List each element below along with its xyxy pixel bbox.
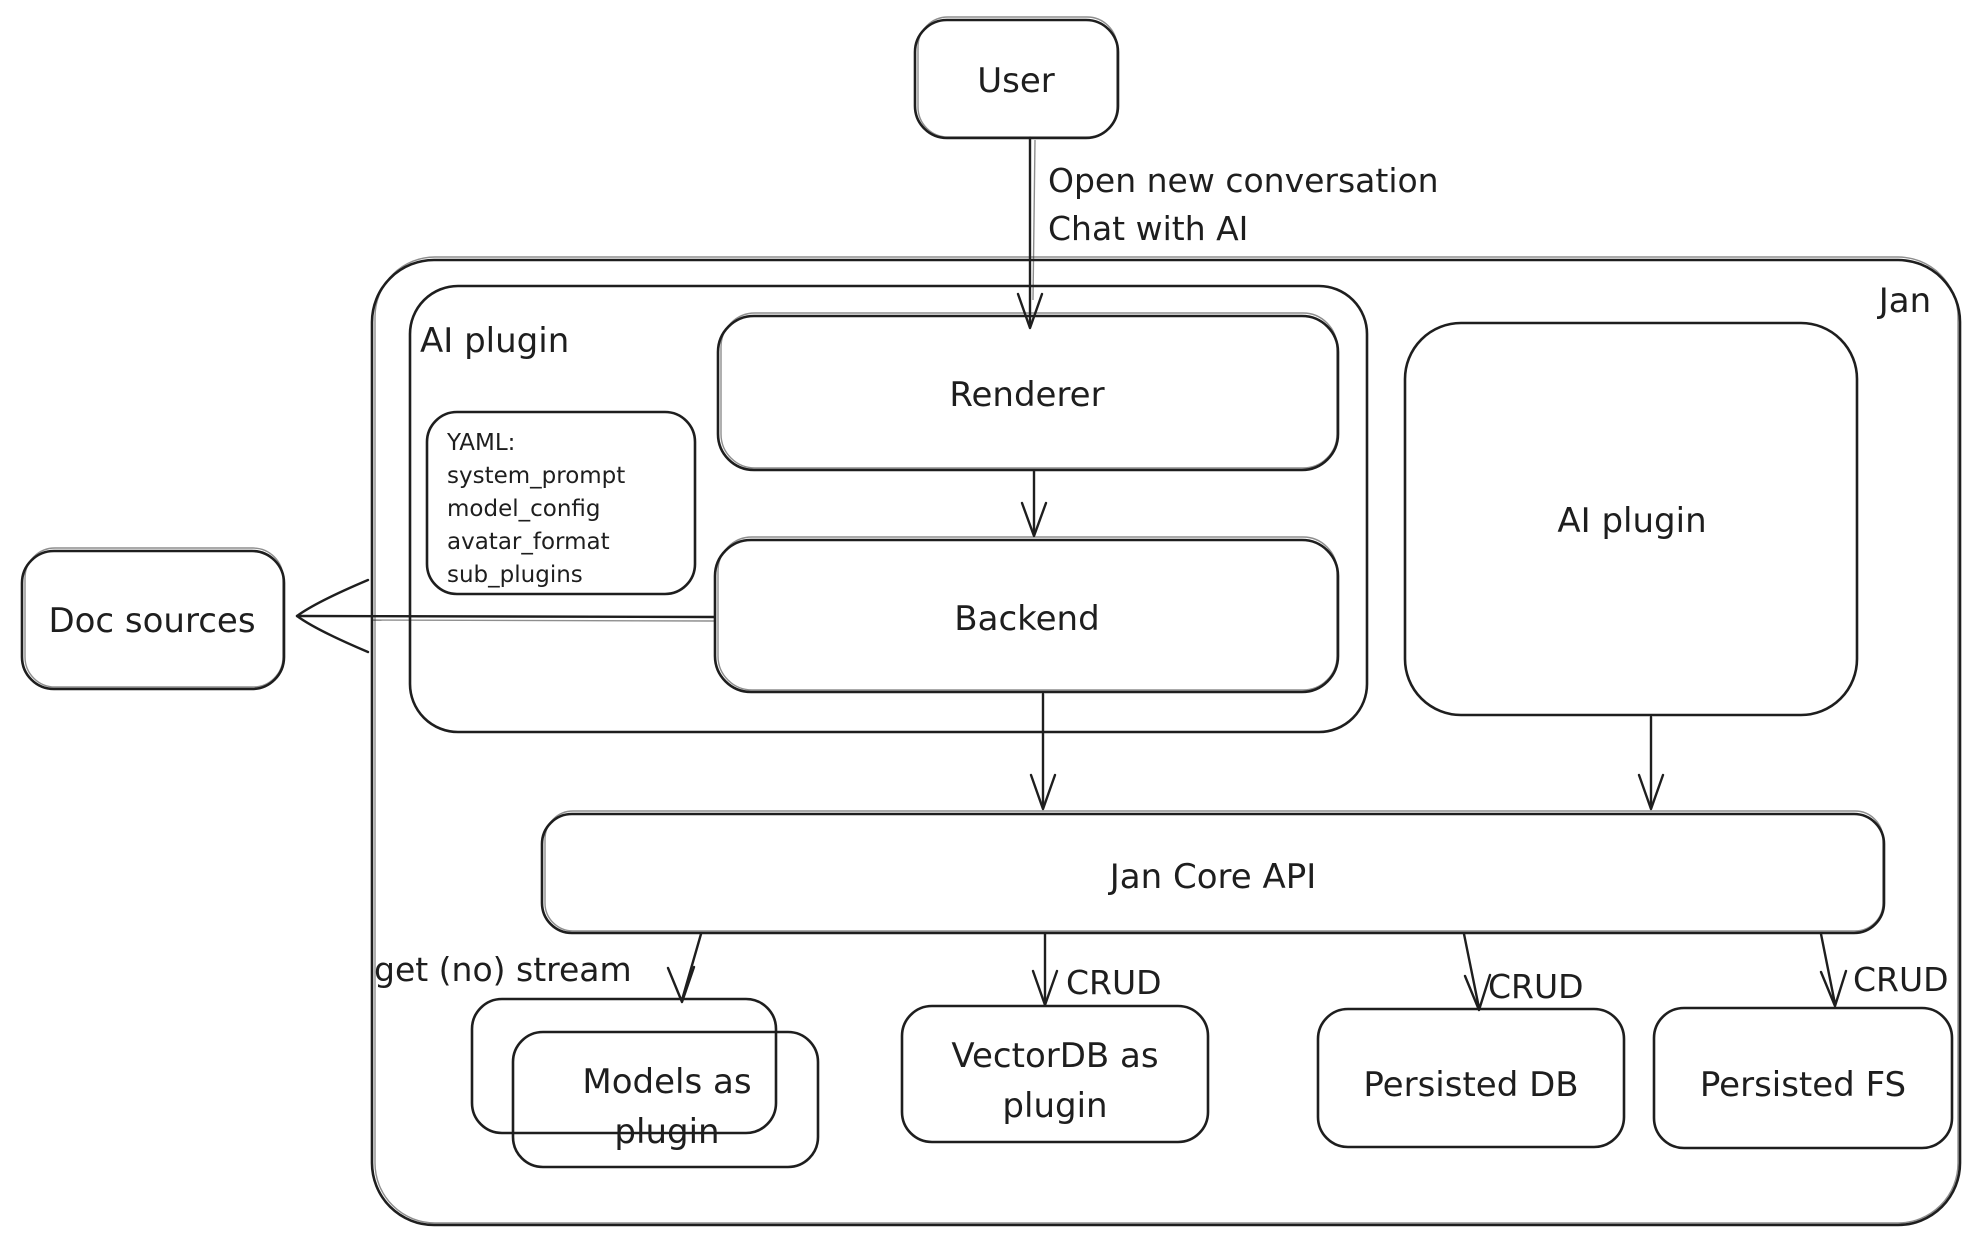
user-box [913, 18, 1120, 140]
jan-core-api-box-sketch [544, 810, 1884, 932]
edge-label-get-no-stream: get (no) stream [374, 950, 632, 989]
arrow-user-to-renderer [1016, 136, 1044, 330]
vectordb-plugin-label-line2: plugin [1002, 1086, 1107, 1126]
jan-core-api-label: Jan Core API [1108, 857, 1317, 897]
models-plugin-label-line2: plugin [614, 1112, 719, 1152]
edge-label-chat-with-ai: Chat with AI [1048, 209, 1248, 248]
edge-label-crud-persisted-db: CRUD [1488, 967, 1584, 1006]
backend-box-sketch [717, 536, 1338, 691]
renderer-box [716, 314, 1340, 472]
vectordb-plugin-label-line1: VectorDB as [951, 1036, 1158, 1076]
yaml-note-line-2: system_prompt [447, 463, 625, 489]
models-plugin-label-line1: Models as [582, 1062, 751, 1102]
doc-sources-box-sketch [24, 547, 284, 688]
yaml-note-line-4: avatar_format [447, 529, 610, 555]
ai-plugin-container-box [408, 284, 1369, 734]
backend-box [713, 538, 1340, 694]
persisted-fs-label: Persisted FS [1700, 1065, 1906, 1105]
jan-container-box [370, 258, 1962, 1227]
backend-label: Backend [954, 599, 1099, 639]
vectordb-plugin-box [900, 1004, 1210, 1144]
arrow-renderer-to-backend [1020, 469, 1048, 538]
persisted-fs-box [1652, 1006, 1954, 1150]
doc-sources-label: Doc sources [48, 601, 255, 641]
models-plugin-box [511, 1030, 820, 1169]
jan-core-api-box [540, 812, 1886, 935]
edge-label-crud-vectordb: CRUD [1066, 963, 1162, 1002]
arrow-jan-core-api-to-persisted-db [1462, 932, 1492, 1012]
ai-plugin-box [1403, 321, 1859, 717]
models-plugin-back-box [470, 997, 778, 1135]
ai-plugin-container-label: AI plugin [420, 321, 569, 361]
jan-container-label: Jan [1877, 281, 1931, 321]
yaml-note-line-1: YAML: [446, 430, 515, 456]
ai-plugin-label: AI plugin [1557, 501, 1706, 541]
persisted-db-label: Persisted DB [1363, 1065, 1578, 1105]
doc-sources-box [20, 549, 286, 691]
edge-label-crud-persisted-fs: CRUD [1853, 960, 1949, 999]
arrow-jan-core-api-to-vectordb [1031, 932, 1059, 1007]
arrow-backend-to-doc-sources [295, 578, 716, 654]
persisted-db-box [1316, 1007, 1626, 1149]
jan-container-box-sketch [374, 256, 1959, 1224]
arrow-jan-core-api-to-models-plugin [666, 932, 703, 1004]
arrow-backend-to-jan-core-api [1029, 692, 1057, 811]
user-label: User [977, 61, 1055, 101]
user-box-sketch [917, 16, 1118, 138]
yaml-note-box [425, 410, 697, 596]
arrow-jan-core-api-to-persisted-fs [1819, 932, 1848, 1008]
renderer-label: Renderer [949, 375, 1104, 415]
edge-label-open-new-conversation: Open new conversation [1048, 161, 1439, 200]
yaml-note-line-3: model_config [447, 496, 601, 522]
arrow-ai-plugin-to-jan-core-api [1637, 715, 1665, 811]
yaml-note-line-5: sub_plugins [447, 562, 583, 588]
